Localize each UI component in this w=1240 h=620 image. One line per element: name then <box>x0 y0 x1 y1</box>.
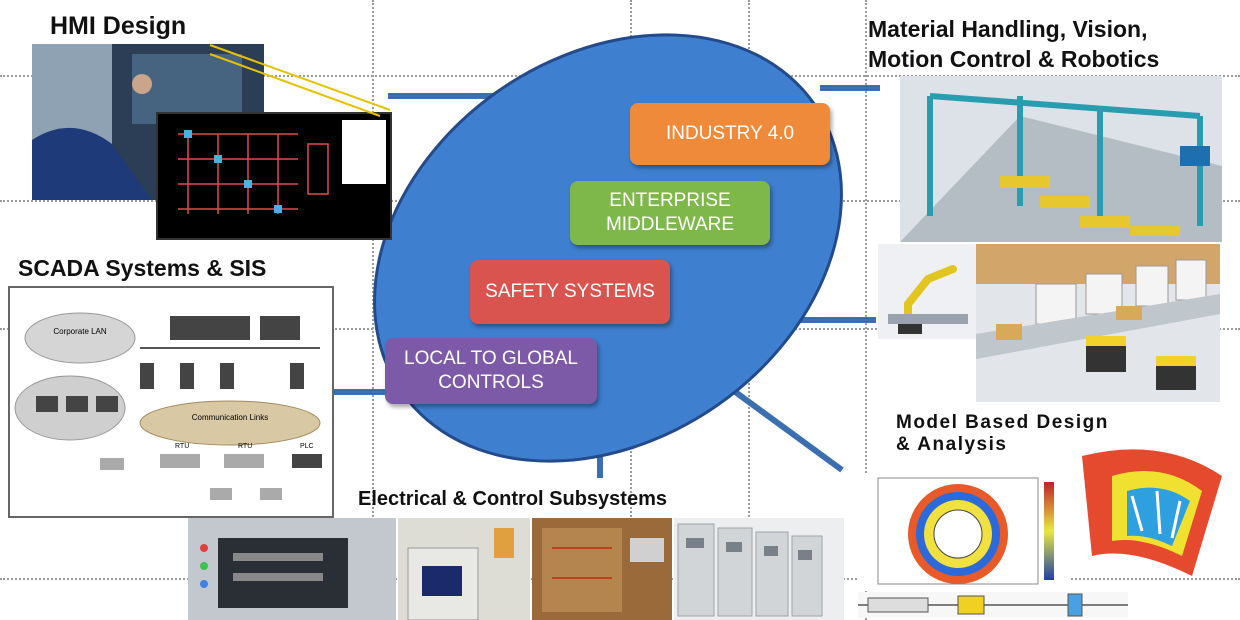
flux-density-plot <box>858 474 1070 590</box>
material-title-line1: Material Handling, Vision, <box>868 16 1148 42</box>
layer-label: ENTERPRISE <box>609 190 731 211</box>
corporate-lan-label: Corporate LAN <box>53 327 107 336</box>
scada-diagram: Corporate LAN Communication Links RTU RT… <box>8 286 334 518</box>
electrical-title: Electrical & Control Subsystems <box>358 488 667 510</box>
simulink-model-strip <box>858 592 1128 618</box>
switchgear-photo <box>674 518 844 620</box>
rtu-label: RTU <box>175 443 189 450</box>
layer-label: SAFETY SYSTEMS <box>485 281 655 302</box>
layer-enterprise-middleware: ENTERPRISE MIDDLEWARE <box>570 181 770 245</box>
layer-local-to-global: LOCAL TO GLOBAL CONTROLS <box>385 338 597 404</box>
motor-fea-render <box>1072 436 1232 586</box>
layer-label-line2: CONTROLS <box>438 372 544 393</box>
material-title-line2: Motion Control & Robotics <box>868 46 1160 72</box>
hmi-callout-lines <box>209 44 391 117</box>
communication-links-label: Communication Links <box>192 413 268 422</box>
model-title-line2: & Analysis <box>896 434 1008 455</box>
hmi-title: HMI Design <box>50 12 187 40</box>
hmi-screen <box>156 112 392 240</box>
wiring-cabinet-photo <box>532 518 672 620</box>
plc-label: PLC <box>300 443 314 450</box>
robot-arm-photo <box>878 244 978 339</box>
material-title: Material Handling, Vision, Motion Contro… <box>868 14 1159 74</box>
enclosure-photo <box>398 518 530 620</box>
warehouse-agv-photo <box>976 244 1220 402</box>
layer-label: LOCAL TO GLOBAL <box>404 348 578 369</box>
layer-label-line2: MIDDLEWARE <box>605 214 735 235</box>
model-title: Model Based Design & Analysis <box>896 412 1109 456</box>
scada-title: SCADA Systems & SIS <box>18 255 267 281</box>
layer-label: INDUSTRY 4.0 <box>665 123 795 144</box>
model-title-line1: Model Based Design <box>896 412 1109 433</box>
layer-industry-4-0: INDUSTRY 4.0 <box>630 103 830 165</box>
rtu-label-2: RTU <box>238 443 252 450</box>
conveyor-gantry-photo <box>900 76 1222 242</box>
guide-line <box>865 0 867 620</box>
control-panel-photo <box>188 518 396 620</box>
layer-safety-systems: SAFETY SYSTEMS <box>470 260 670 324</box>
